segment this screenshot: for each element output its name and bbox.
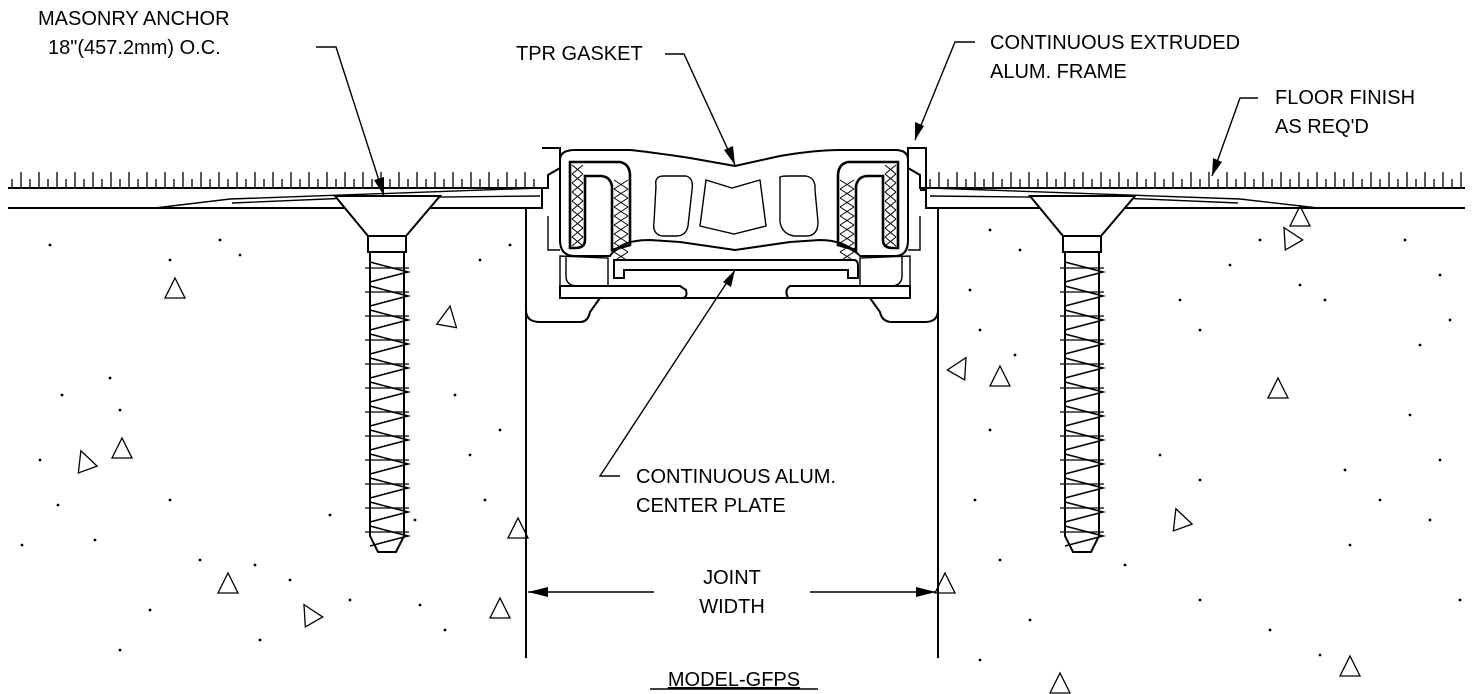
model-title: MODEL-GFPS	[668, 669, 800, 691]
joint-width-label-line2: WIDTH	[699, 596, 765, 618]
carpet-texture-right	[929, 172, 1462, 188]
carpet-texture-left	[11, 172, 535, 188]
leader-lines	[316, 41, 1258, 477]
center-plate-label: CONTINUOUS ALUM.	[636, 466, 836, 488]
frame-label-line2: ALUM. FRAME	[990, 61, 1127, 83]
floor-finish-label-line2: AS REQ'D	[1275, 116, 1369, 138]
masonry-anchor-label: MASONRY ANCHOR	[38, 8, 230, 30]
annotation-labels: MASONRY ANCHOR 18"(457.2mm) O.C. TPR GAS…	[38, 8, 1415, 691]
masonry-anchor-left	[332, 195, 443, 553]
tpr-gasket	[559, 149, 909, 262]
masonry-anchor-right	[1027, 195, 1138, 553]
center-plate	[559, 256, 911, 299]
floor-finish-label: FLOOR FINISH	[1275, 87, 1415, 109]
tpr-gasket-label: TPR GASKET	[516, 43, 643, 65]
concrete-aggregate	[20, 204, 1462, 694]
center-plate-label-line2: CENTER PLATE	[636, 495, 786, 517]
frame-label: CONTINUOUS EXTRUDED	[990, 32, 1240, 54]
floor-finish	[8, 172, 1465, 189]
joint-width-label: JOINT	[703, 567, 761, 589]
joint-width-dimension	[528, 587, 936, 597]
masonry-anchor-spacing-label: 18"(457.2mm) O.C.	[48, 37, 221, 59]
